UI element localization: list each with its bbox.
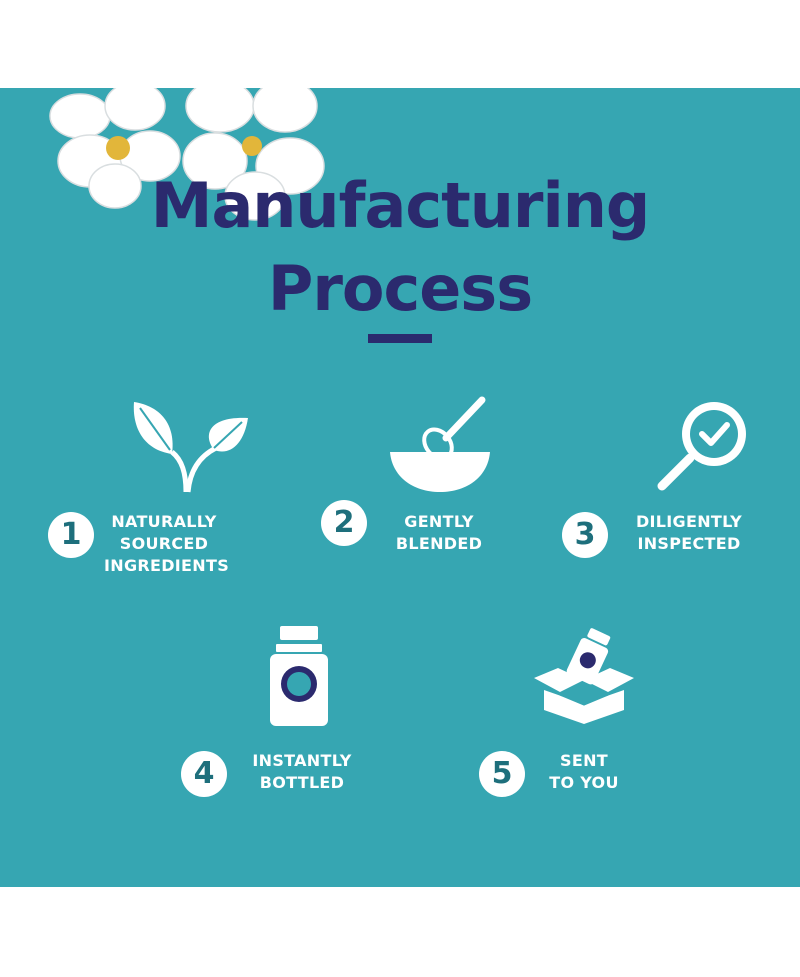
step-label-4: INSTANTLY BOTTLED xyxy=(240,750,364,794)
page-title-line-2: Process xyxy=(267,252,533,325)
step-4-line-2: BOTTLED xyxy=(259,773,345,792)
step-number-3: 3 xyxy=(562,512,608,558)
shipping-box-icon xyxy=(534,628,634,724)
step-1-line-2: SOURCED xyxy=(119,534,209,553)
page-title-line-1: Manufacturing xyxy=(150,169,651,242)
mixing-bowl-whisk-icon xyxy=(390,396,490,492)
step-number-4: 4 xyxy=(181,751,227,797)
step-5-line-1: SENT xyxy=(560,751,608,770)
step-3-line-2: INSPECTED xyxy=(637,534,741,553)
step-1-line-1: NATURALLY xyxy=(111,512,217,531)
step-4-line-1: INSTANTLY xyxy=(252,751,352,770)
step-1-line-3: INGREDIENTS xyxy=(104,556,230,575)
step-2-line-2: BLENDED xyxy=(395,534,483,553)
step-5-line-2: TO YOU xyxy=(549,773,619,792)
magnifier-check-icon xyxy=(657,402,746,491)
leaf-sprout-icon xyxy=(133,402,248,493)
step-2-line-1: GENTLY xyxy=(404,512,474,531)
step-label-1: NATURALLY SOURCED INGREDIENTS xyxy=(104,511,230,577)
step-label-5: SENT TO YOU xyxy=(538,750,630,794)
hero-panel: Manufacturing Process 1 NATURALLY SOURCE… xyxy=(0,88,800,887)
step-3-line-1: DILIGENTLY xyxy=(635,512,743,531)
supplement-bottle-icon xyxy=(270,626,328,726)
title-divider xyxy=(368,334,432,343)
step-label-3: DILIGENTLY INSPECTED xyxy=(622,511,756,555)
step-number-2: 2 xyxy=(321,500,367,546)
white-flowers-decoration xyxy=(49,88,325,221)
step-number-1: 1 xyxy=(48,512,94,558)
step-number-5: 5 xyxy=(479,751,525,797)
step-label-2: GENTLY BLENDED xyxy=(380,511,498,555)
